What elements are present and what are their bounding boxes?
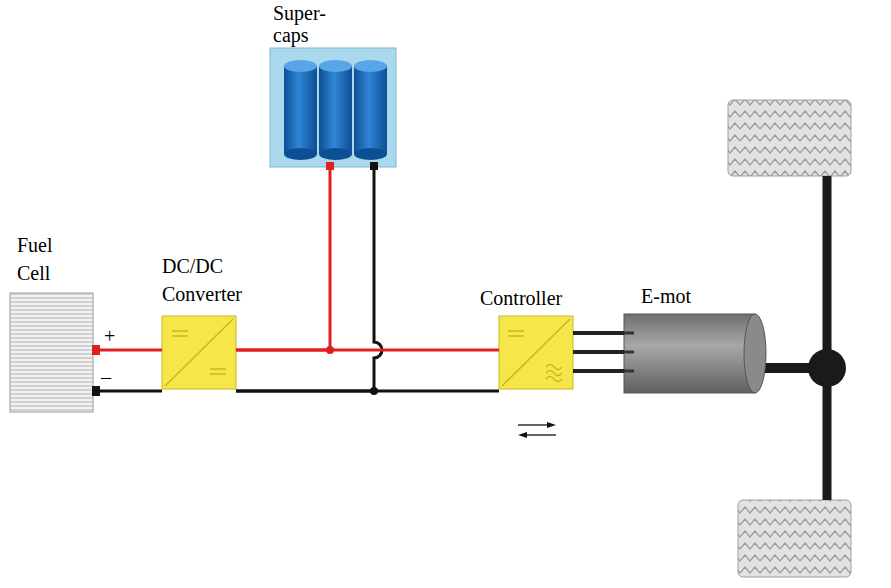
- component-label: E-mot: [641, 282, 741, 310]
- wire: [236, 167, 382, 391]
- wire: [573, 350, 624, 354]
- wire: [100, 349, 162, 352]
- wire: [236, 349, 499, 352]
- component-label: Fuel Cell: [17, 231, 72, 287]
- dcdc-converter: DC/DC Converter: [162, 316, 236, 389]
- wire: [236, 167, 330, 350]
- power-wire: [573, 333, 624, 371]
- electric-motor: E-mot: [624, 314, 766, 393]
- component-label: Controller: [480, 284, 600, 312]
- junction-dot: [326, 346, 334, 354]
- power-wire: [100, 350, 162, 391]
- wire: [573, 369, 624, 373]
- power-wire: [236, 167, 382, 391]
- supercap-bank: Super- caps: [270, 48, 396, 167]
- polarity-label: +: [104, 325, 115, 347]
- wire: [100, 390, 162, 393]
- junction-dot: [370, 387, 378, 395]
- wire: [573, 331, 624, 335]
- motor-controller: Controller: [499, 316, 573, 389]
- component-label: DC/DC Converter: [162, 252, 262, 308]
- component-label: Super- caps: [273, 2, 343, 46]
- polarity-label: –: [101, 366, 111, 388]
- power-wire: [236, 350, 499, 391]
- wire: [236, 390, 499, 393]
- fuel-cell: Fuel Cell: [10, 293, 100, 412]
